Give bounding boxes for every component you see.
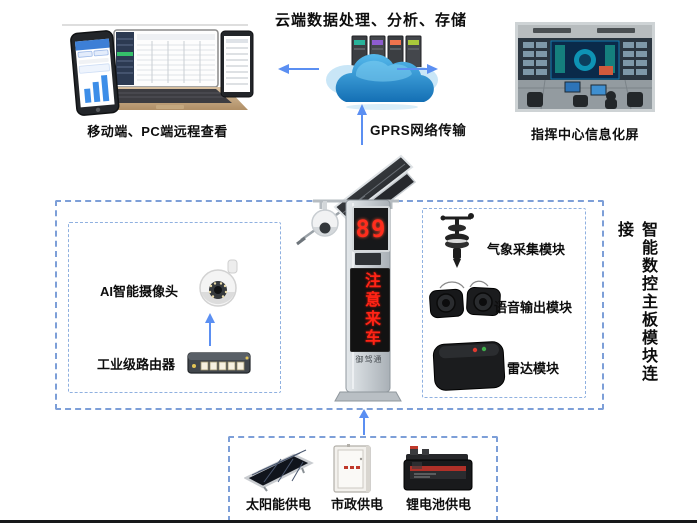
gprs-label: GPRS网络传输 — [370, 123, 467, 138]
devices-caption: 移动端、PC端远程查看 — [87, 124, 228, 139]
modules-box — [422, 208, 586, 398]
arrow-up-gprs-icon — [355, 104, 369, 151]
warning-sign-text: 注意来车 — [362, 272, 379, 348]
voice-module-label: 语音输出模块 — [494, 300, 573, 315]
ai-camera-icon — [192, 258, 248, 319]
phone-image — [68, 28, 122, 123]
solar-panel-icon — [243, 448, 314, 497]
arrow-left-icon — [278, 62, 320, 81]
command-caption: 指挥中心信息化屏 — [530, 127, 639, 142]
power-cabinet-icon — [330, 443, 374, 500]
router-icon — [186, 345, 252, 382]
warning-sign: 注意来车 — [350, 268, 390, 352]
radar-module-label: 雷达模块 — [507, 361, 560, 376]
router-label: 工业级路由器 — [97, 357, 176, 372]
municipal-power-label: 市政供电 — [331, 497, 384, 512]
bottom-border-line — [0, 520, 697, 523]
cloud-title: 云端数据处理、分析、存储 — [274, 12, 467, 29]
ai-camera-label: AI智能摄像头 — [100, 284, 179, 299]
arrow-up-power-icon — [357, 409, 371, 441]
pole-brand-text: 御驾通 — [355, 355, 383, 364]
camera-router-box — [68, 222, 281, 393]
led-counter: 89 — [352, 206, 390, 252]
battery-icon — [402, 446, 476, 499]
solar-power-label: 太阳能供电 — [246, 497, 312, 512]
command-center-image — [515, 22, 655, 117]
voice-module-icon — [428, 276, 502, 327]
laptop-image — [100, 28, 250, 121]
cloud-servers-icon — [322, 28, 442, 115]
radar-module-icon — [430, 333, 508, 398]
tablet-image — [220, 30, 254, 103]
weather-module-label: 气象采集模块 — [487, 242, 566, 257]
mainboard-note: 智能数控主板模块连接 — [615, 221, 656, 383]
devices-baseline — [62, 24, 248, 26]
weather-module-icon — [437, 212, 477, 275]
arrow-up-router-icon — [203, 313, 217, 352]
arrow-right-icon — [396, 62, 438, 81]
battery-power-label: 锂电池供电 — [406, 497, 472, 512]
